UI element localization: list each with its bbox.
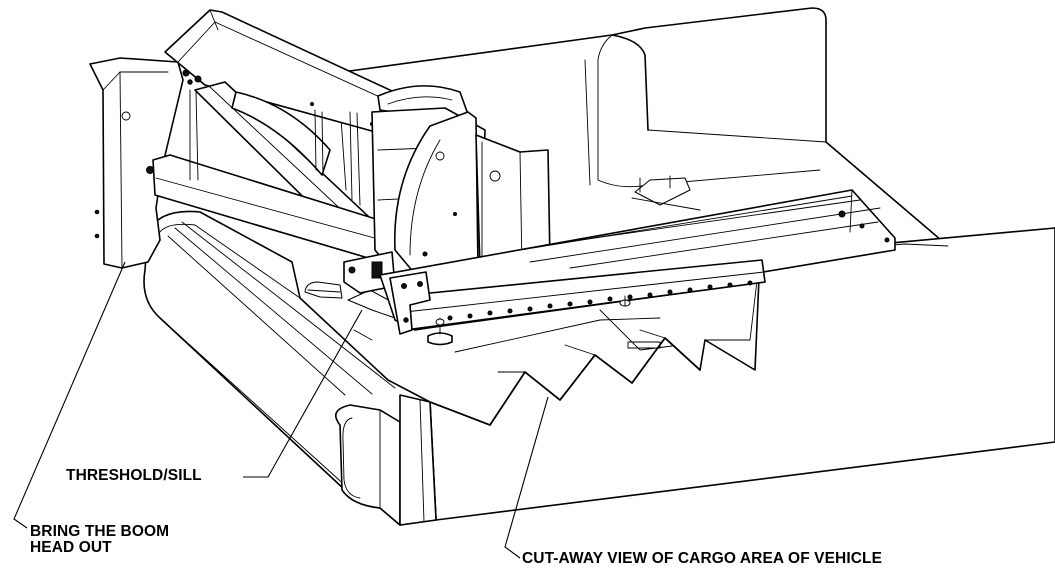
boom-head-label-line2: HEAD OUT <box>30 539 112 556</box>
boom-head-label-line1: BRING THE BOOM <box>30 523 170 540</box>
threshold-leader <box>243 309 363 478</box>
boom-head-leader <box>13 261 126 529</box>
leader-lines <box>13 261 549 559</box>
threshold-sill-label: THRESHOLD/SILL <box>66 467 202 484</box>
boom-head-label: BRING THE BOOM HEAD OUT <box>30 524 169 556</box>
track-rail <box>379 189 896 346</box>
swivel-base <box>343 85 551 294</box>
rail-slots <box>447 280 753 321</box>
cutaway-view-label: CUT-AWAY VIEW OF CARGO AREA OF VEHICLE <box>522 550 883 567</box>
threshold-sill <box>143 210 437 526</box>
cutaway-leader <box>504 396 549 559</box>
